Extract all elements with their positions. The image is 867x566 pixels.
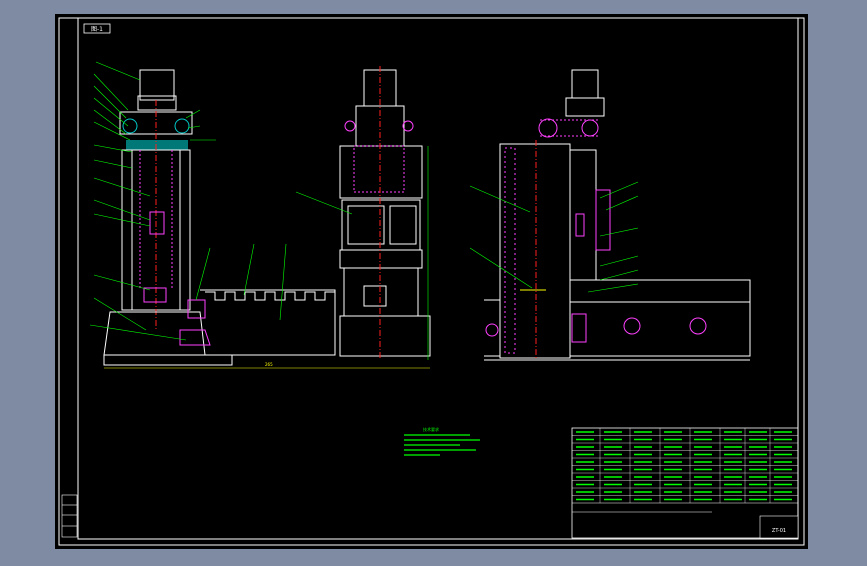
middle-view [295,66,431,360]
left-view: 265 [89,61,430,369]
technical-notes: 技术要求 [404,426,480,456]
title-block: ZT-01 [571,427,799,539]
right-view [469,69,751,361]
corner-tag-box [83,23,111,34]
sheet-border-inner [77,17,799,540]
drawing-number: ZT-01 [772,528,786,534]
margin-stamp [61,494,78,538]
corner-tag-text: 图-1 [91,26,103,33]
dim-overall-width: 265 [265,362,273,367]
notes-heading: 技术要求 [423,426,439,432]
